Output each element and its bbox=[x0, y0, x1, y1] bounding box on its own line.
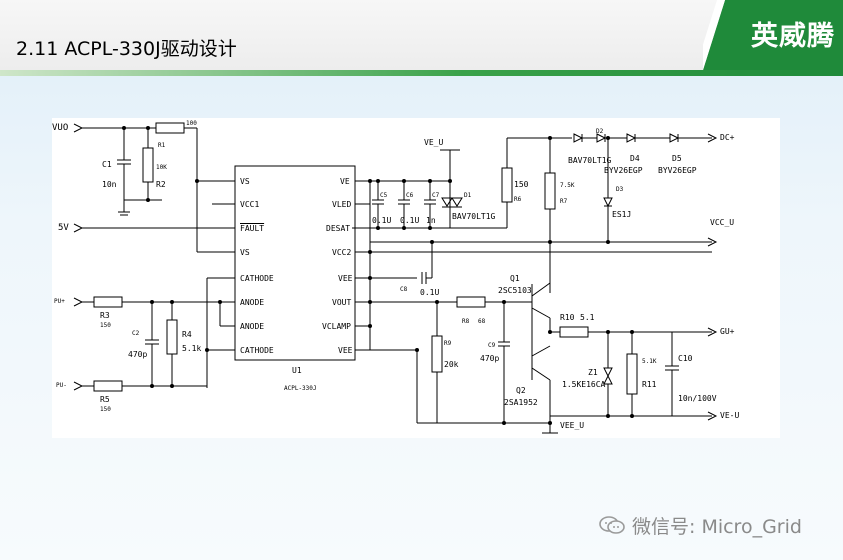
part-label: Z1 bbox=[588, 368, 598, 377]
port-5v: 5V bbox=[58, 223, 69, 233]
ic-designator: U1 bbox=[292, 366, 302, 375]
port-ve-u-out: VE-U bbox=[720, 411, 740, 420]
part-label: C9 bbox=[488, 342, 496, 349]
schematic-wiring bbox=[73, 122, 718, 434]
part-label: R9 bbox=[444, 340, 452, 347]
part-label: 1.5KE16CA bbox=[562, 380, 606, 389]
ic-pin-label: ANODE bbox=[240, 298, 265, 307]
watermark-text: 微信号: Micro_Grid bbox=[632, 516, 802, 538]
ic-pin-label: FAULT bbox=[240, 224, 265, 233]
port-gu-plus: GU+ bbox=[720, 327, 735, 336]
slide-header: 2.11 ACPL-330J驱动设计 英威腾 bbox=[0, 0, 843, 76]
ic-pin-label: CATHODE bbox=[240, 346, 274, 355]
part-label: BAV70LT1G bbox=[452, 212, 496, 221]
ic-pin-label: ANODE bbox=[240, 322, 265, 331]
part-label: D1 bbox=[464, 192, 472, 199]
part-label: Q1 bbox=[510, 274, 520, 283]
part-label: D4 bbox=[630, 154, 640, 163]
part-label: 68 bbox=[478, 318, 486, 325]
ic-pin-label: CATHODE bbox=[240, 274, 274, 283]
brand-logo-badge bbox=[703, 0, 843, 70]
part-label: R6 bbox=[514, 196, 522, 203]
part-label: 10n/100V bbox=[678, 394, 717, 403]
port-vee-u: VEE_U bbox=[560, 421, 585, 430]
part-label: 5.1k bbox=[182, 344, 202, 353]
part-label: R3 bbox=[100, 311, 110, 320]
circuit-schematic: VUO 5V PU+ PU- VE_U DC+ VCC_U GU+ VE-U V… bbox=[52, 118, 780, 438]
part-label: 0.1U bbox=[420, 288, 440, 297]
part-label: R7 bbox=[560, 198, 568, 205]
ic-pin-label: VS bbox=[240, 177, 250, 186]
part-label: 10n bbox=[102, 180, 117, 189]
part-label: BAV70LT1G bbox=[568, 156, 612, 165]
part-label: ES1J bbox=[612, 210, 632, 219]
part-label: 470p bbox=[128, 350, 148, 359]
part-label: C2 bbox=[132, 330, 140, 337]
part-label: D2 bbox=[596, 128, 604, 135]
part-label: 20k bbox=[444, 360, 459, 369]
part-label: 5.1K bbox=[642, 358, 657, 365]
part-label: R8 bbox=[462, 318, 470, 325]
port-vuo: VUO bbox=[52, 123, 69, 133]
part-label: 1n bbox=[426, 216, 436, 225]
part-label: Q2 bbox=[516, 386, 526, 395]
part-label: C6 bbox=[406, 192, 414, 199]
part-label: R1 bbox=[158, 142, 166, 149]
ic-pin-label: VOUT bbox=[332, 298, 352, 307]
part-label: R10 bbox=[560, 313, 575, 322]
wechat-icon bbox=[599, 516, 625, 534]
part-label: 0.1U bbox=[400, 216, 420, 225]
header-divider bbox=[0, 70, 843, 76]
ic-pin-label: VCC2 bbox=[332, 248, 352, 257]
part-label: 150 bbox=[514, 180, 529, 189]
port-dc-plus: DC+ bbox=[720, 133, 735, 142]
part-label: 150 bbox=[100, 406, 111, 413]
part-label: D3 bbox=[616, 186, 624, 193]
part-label: 470p bbox=[480, 354, 500, 363]
ic-pin-label: VS bbox=[240, 248, 250, 257]
part-label: R5 bbox=[100, 395, 110, 404]
port-pu-minus: PU- bbox=[56, 382, 67, 389]
part-label: R4 bbox=[182, 330, 192, 339]
ic-pin-label: VEE bbox=[338, 346, 353, 355]
brand-logo-text: 英威腾 bbox=[751, 21, 835, 52]
part-label: 150 bbox=[100, 322, 111, 329]
port-ve-u: VE_U bbox=[424, 138, 444, 147]
part-label: 2SA1952 bbox=[504, 398, 538, 407]
part-label: C7 bbox=[432, 192, 440, 199]
ic-part-number: ACPL-330J bbox=[284, 385, 317, 392]
slide-title: 2.11 ACPL-330J驱动设计 bbox=[16, 38, 237, 60]
ic-pin-label: DESAT bbox=[326, 224, 351, 233]
part-label: C10 bbox=[678, 354, 693, 363]
part-label: C8 bbox=[400, 286, 408, 293]
ic-pin-label: VLED bbox=[332, 200, 352, 209]
part-label: R11 bbox=[642, 380, 657, 389]
ic-pin-label: VE bbox=[340, 177, 350, 186]
ic-pin-label: VCLAMP bbox=[322, 322, 351, 331]
part-label: 0.1U bbox=[372, 216, 392, 225]
ic-pin-label: VEE bbox=[338, 274, 353, 283]
part-label: 5.1 bbox=[580, 313, 595, 322]
part-label: 10K bbox=[156, 164, 167, 171]
port-vcc-u: VCC_U bbox=[710, 218, 735, 227]
part-label: 7.5K bbox=[560, 182, 575, 189]
part-label: R2 bbox=[156, 180, 166, 189]
part-label: BYV26EGP bbox=[604, 166, 643, 175]
port-pu-plus: PU+ bbox=[54, 298, 65, 305]
part-label: 2SC5103 bbox=[498, 286, 532, 295]
part-label: 100 bbox=[186, 120, 197, 127]
part-label: D5 bbox=[672, 154, 682, 163]
part-label: C5 bbox=[380, 192, 388, 199]
part-label: C1 bbox=[102, 160, 112, 169]
ic-pin-label: VCC1 bbox=[240, 200, 260, 209]
part-label: BYV26EGP bbox=[658, 166, 697, 175]
